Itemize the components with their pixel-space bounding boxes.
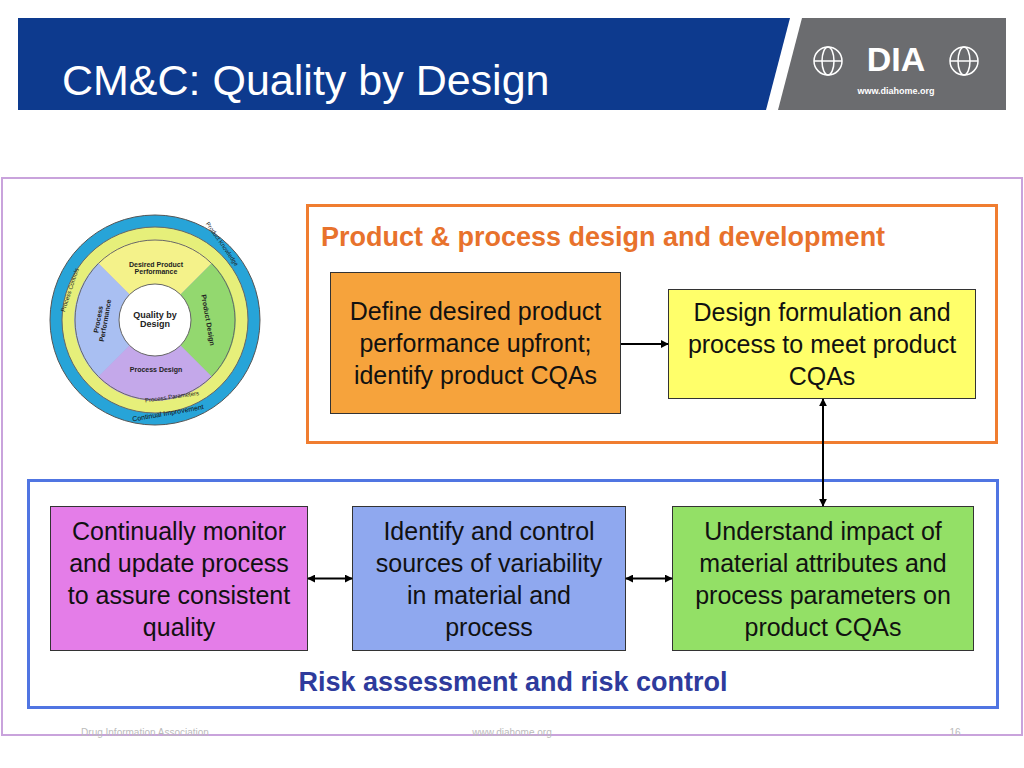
wheel-center: Quality by Design	[133, 311, 177, 330]
footer-text: www.diahome.org	[442, 728, 582, 739]
stage-group: Risk assessment and risk control Continua…	[27, 479, 999, 709]
group-heading: Product & process design and development	[321, 221, 983, 253]
wheel-label: Process Design	[126, 366, 186, 373]
process-box: Define desired product performance upfro…	[330, 272, 621, 414]
box-text: Define desired product performance upfro…	[341, 295, 610, 391]
process-box: Identify and control sources of variabil…	[352, 506, 626, 651]
box-text: Understand impact of material attributes…	[683, 515, 963, 643]
qbd-wheel	[50, 215, 260, 425]
outer-frame	[2, 178, 1022, 735]
wheel-label: Desired Product Performance	[123, 261, 189, 276]
group-heading: Risk assessment and risk control	[30, 666, 996, 698]
process-box: Understand impact of material attributes…	[672, 506, 974, 651]
box-text: Identify and control sources of variabil…	[363, 515, 615, 643]
connector-arrow	[621, 343, 668, 345]
connector-arrow	[626, 578, 672, 580]
box-text: Continually monitor and update process t…	[61, 515, 297, 643]
footer-text: Drug Information Association	[45, 728, 245, 739]
logo-text: DIA	[841, 42, 951, 78]
stage-group: Product & process design and development…	[306, 204, 998, 444]
connector-arrow	[822, 399, 824, 506]
process-box: Design formulation and process to meet p…	[668, 289, 976, 399]
logo-panel	[778, 18, 1006, 110]
connector-arrow	[308, 578, 352, 580]
header-bar	[18, 18, 790, 110]
slide-title: CM&C: Quality by Design	[62, 54, 550, 106]
box-text: Design formulation and process to meet p…	[679, 296, 965, 392]
logo-url: www.diahome.org	[841, 87, 951, 96]
process-box: Continually monitor and update process t…	[50, 506, 308, 651]
page-number: 16	[940, 728, 970, 739]
